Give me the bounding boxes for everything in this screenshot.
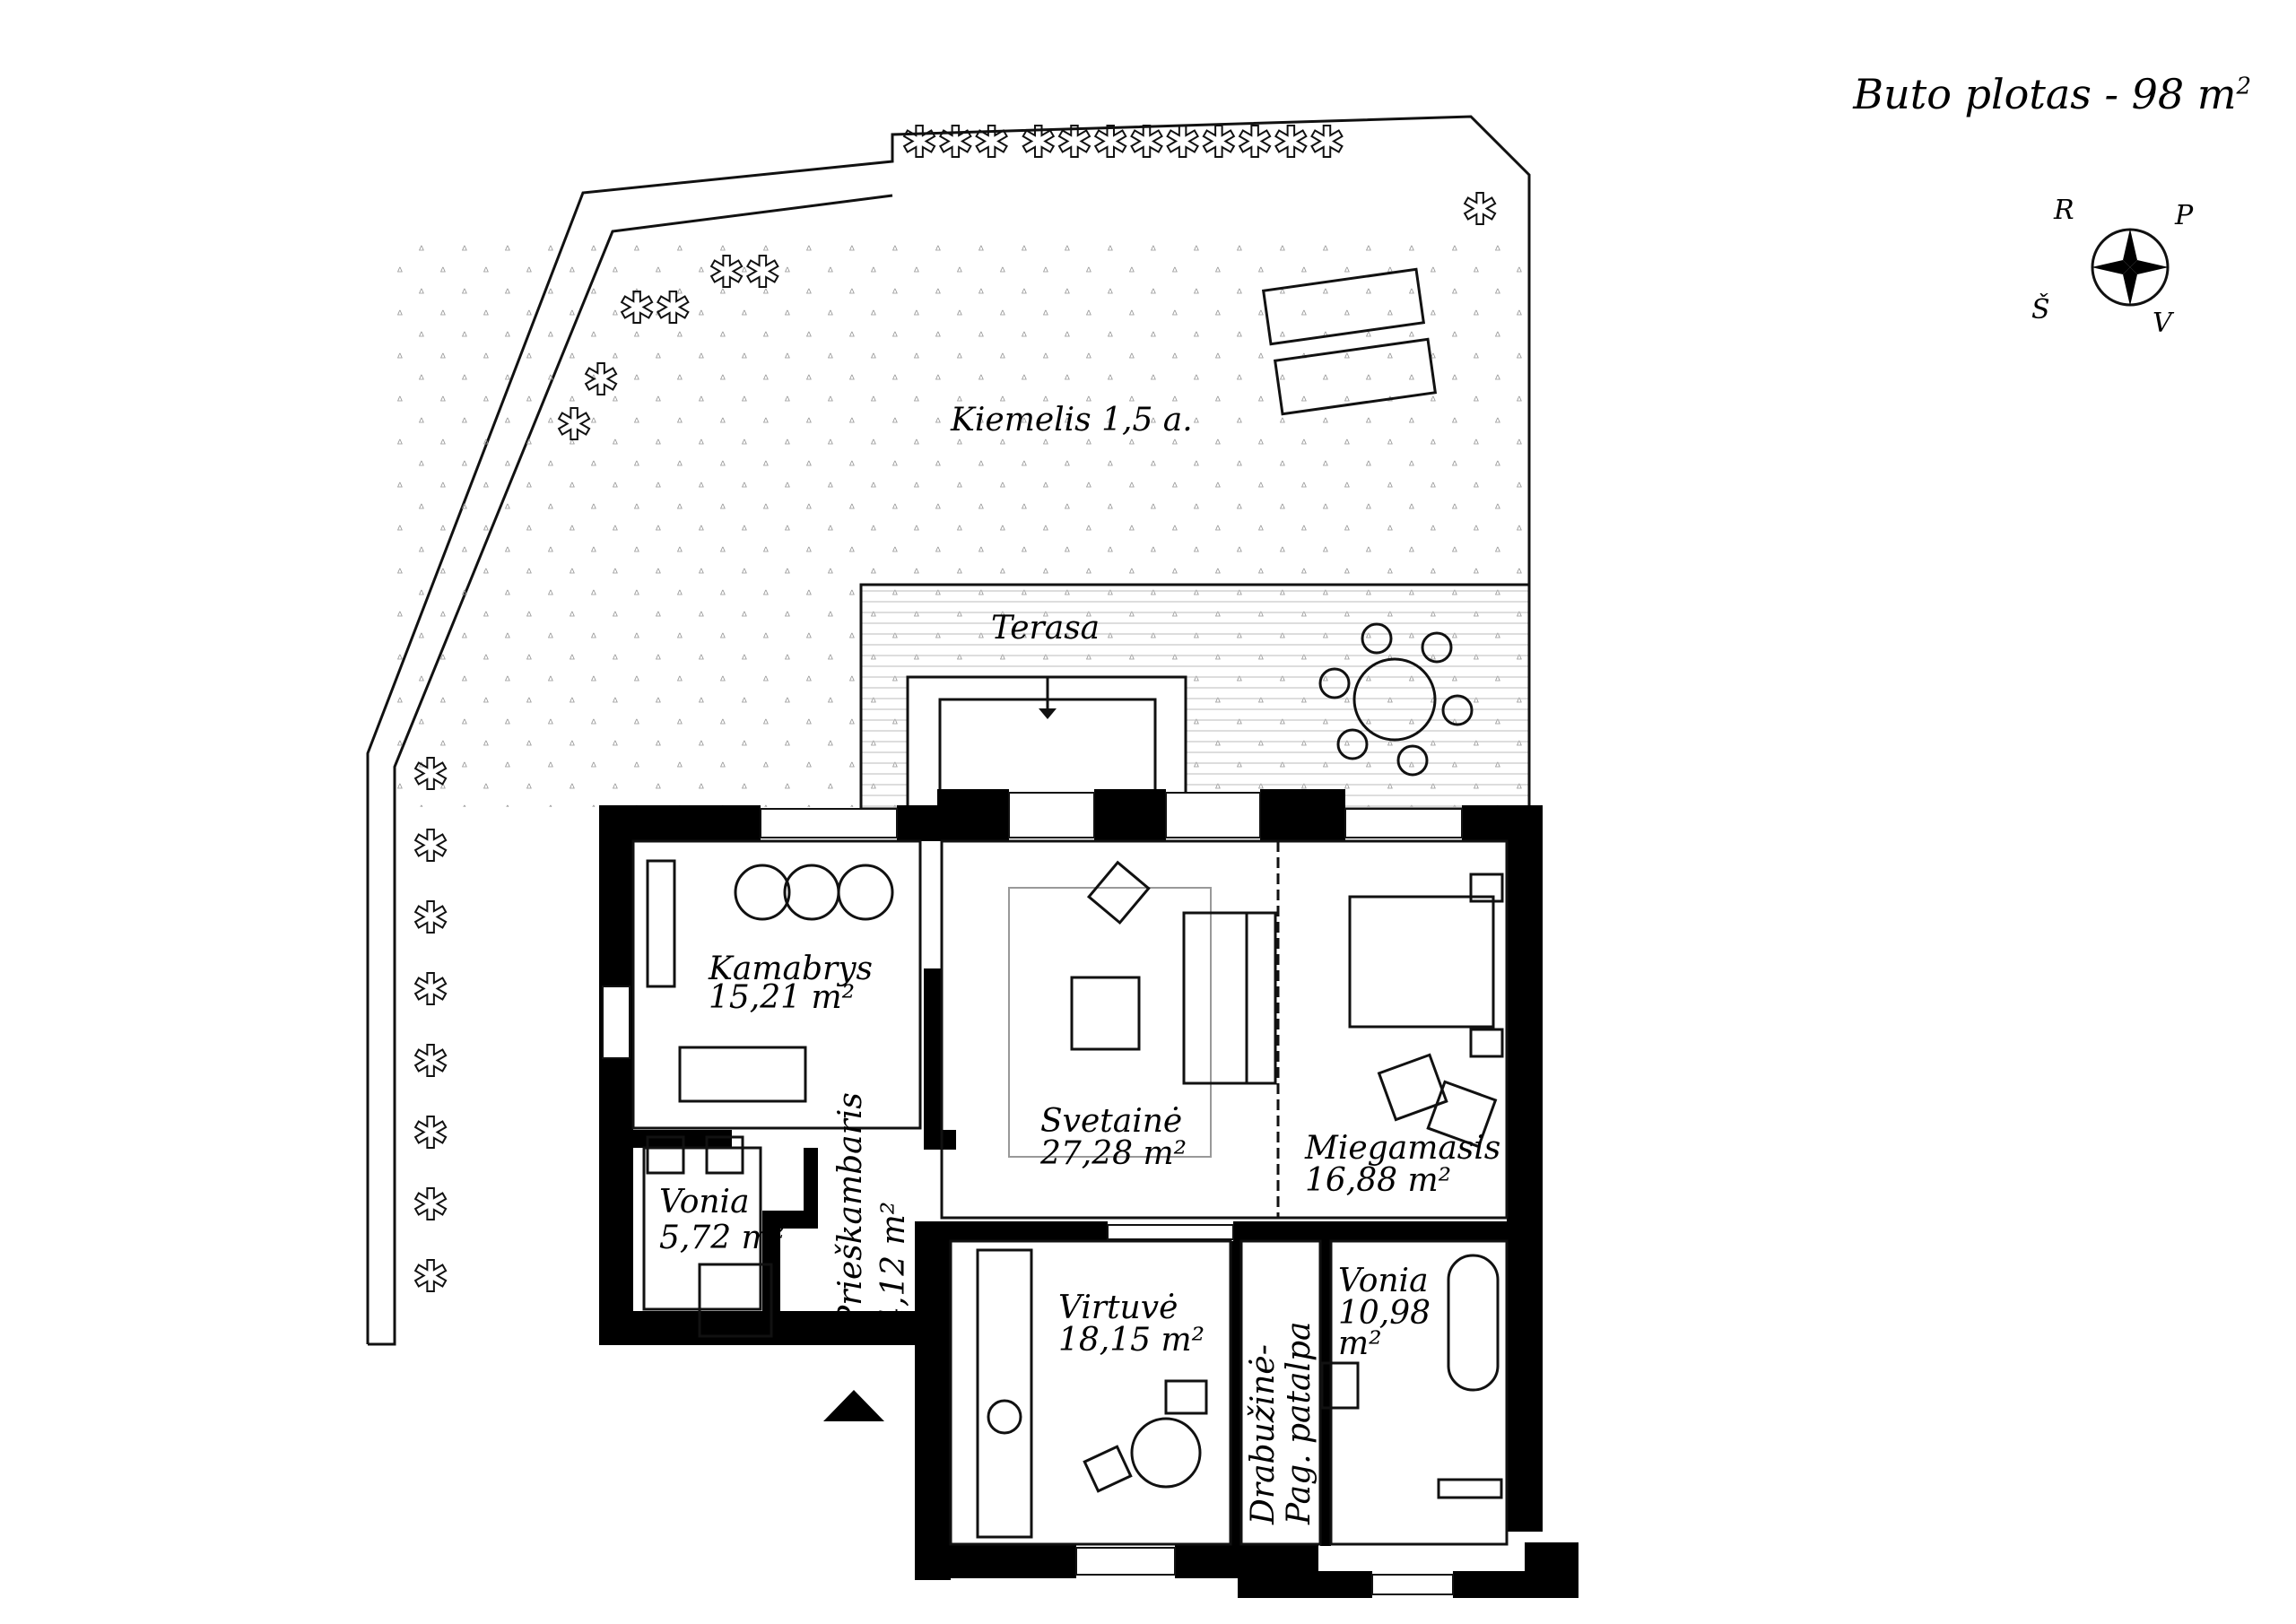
svg-text:✱: ✱ [413, 1038, 448, 1086]
kitchen-furniture [976, 1248, 1208, 1539]
kamabrys-name: Kamabrys [708, 951, 873, 987]
svg-text:✱: ✱ [1462, 187, 1498, 234]
virtuve-area: 18,15 m² [1058, 1322, 1205, 1359]
svg-text:✱: ✱ [583, 357, 619, 404]
compass-w: V [2152, 308, 2175, 339]
compass-e: P [2174, 200, 2194, 231]
prieskambaris-area: 4,12 m² [875, 1202, 912, 1328]
prieskambaris-name: Prieškambaris [832, 1092, 869, 1328]
area-text: Buto plotas - 98 m [1853, 70, 2237, 118]
miegamasis-area: 16,88 m² [1305, 1162, 1451, 1199]
room-labels: Kiemelis 1,5 a. Terasa Kamabrys 15,21 m²… [659, 402, 1500, 1525]
compass-n: R [2053, 195, 2074, 226]
svg-text:✱: ✱ [556, 402, 592, 449]
svg-text:✱: ✱ [413, 1254, 448, 1301]
svetaine-area: 27,28 m² [1039, 1135, 1187, 1172]
svetaine-name: Svetainė [1040, 1103, 1182, 1140]
area-superscript: 2 [2236, 73, 2251, 100]
drabuzine-line1: Drabužinė- [1245, 1344, 1282, 1525]
drabuzine-line2: Pag. patalpa [1281, 1322, 1318, 1525]
living-room-furniture [1008, 860, 1277, 1158]
compass-rose-icon: R P Š V [2031, 195, 2194, 339]
virtuve-name: Virtuvė [1058, 1290, 1178, 1326]
vonia1-name: Vonia [659, 1184, 750, 1220]
svg-text:✱: ✱ [413, 751, 448, 799]
entrance-arrow-icon [823, 1390, 884, 1421]
interior-lines [631, 839, 1509, 1546]
terrace-dining-set [1318, 622, 1474, 777]
vonia2-unit: m² [1338, 1325, 1382, 1362]
compass-s: Š [2031, 293, 2050, 326]
svg-text:✱✱✱ ✱✱✱✱✱✱✱✱✱: ✱✱✱ ✱✱✱✱✱✱✱✱✱ [901, 119, 1345, 167]
vonia2-area: 10,98 [1338, 1295, 1431, 1332]
sun-loungers [1261, 267, 1438, 416]
apartment-area-title: Buto plotas - 98 m2 [1821, 70, 2251, 118]
yard-label: Kiemelis 1,5 a. [950, 402, 1193, 439]
svg-text:✱✱: ✱✱ [619, 285, 691, 333]
miegamasis-name: Miegamasis [1304, 1130, 1500, 1167]
svg-text:✱: ✱ [413, 823, 448, 871]
other-furniture [646, 859, 1503, 1499]
terrace [859, 583, 1531, 813]
svg-text:✱✱: ✱✱ [709, 249, 780, 297]
windows [602, 792, 1463, 1595]
svg-text:✱: ✱ [413, 895, 448, 942]
bedroom-furniture [1348, 873, 1504, 1149]
svg-text:✱: ✱ [413, 967, 448, 1014]
svg-text:✱: ✱ [413, 1182, 448, 1229]
vonia2-name: Vonia [1338, 1263, 1429, 1299]
apartment-walls [599, 789, 1578, 1598]
vonia1-area: 5,72 m² [659, 1220, 785, 1256]
kamabrys-area: 15,21 m² [709, 979, 855, 1016]
plants: ✱✱✱ ✱✱✱✱✱✱✱✱✱ ✱ ✱✱ ✱✱ ✱ ✱ ✱ ✱ ✱ ✱ ✱ ✱ ✱ … [412, 118, 1499, 1302]
svg-text:✱: ✱ [413, 1110, 448, 1158]
terrace-label: Terasa [991, 610, 1100, 647]
